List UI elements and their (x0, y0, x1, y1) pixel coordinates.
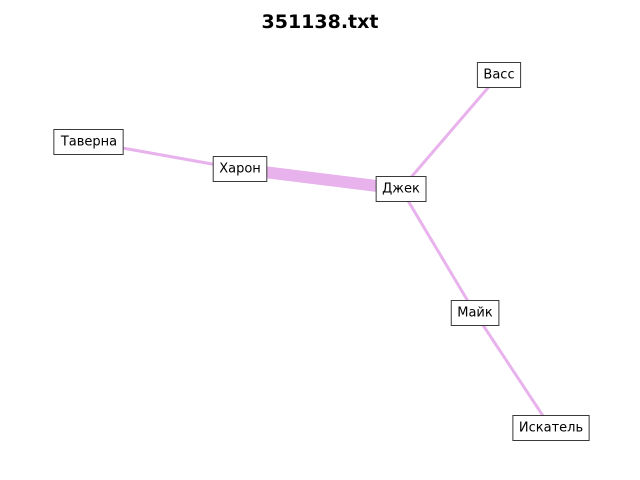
node-box (53, 129, 124, 155)
edge-dzhek-vass (399, 74, 501, 190)
node-maik: Майк (450, 300, 500, 326)
node-label: Джек (382, 182, 420, 197)
node-label: Васс (483, 68, 514, 83)
node-box (450, 300, 500, 326)
node-kharon: Харон (212, 156, 268, 182)
graph-title: 351138.txt (261, 11, 379, 33)
node-vass: Васс (476, 62, 522, 88)
node-box (212, 156, 268, 182)
edges-layer (88, 74, 553, 429)
node-label: Таверна (60, 135, 117, 150)
node-taverna: Таверна (53, 129, 124, 155)
node-dzhek: Джек (375, 176, 427, 202)
node-box (476, 62, 522, 88)
node-box (375, 176, 427, 202)
edge-maik-iskatel (473, 312, 553, 429)
node-label: Майк (457, 306, 493, 321)
node-box (512, 415, 590, 441)
node-iskatel: Искатель (512, 415, 590, 441)
node-label: Харон (219, 162, 261, 177)
node-label: Искатель (519, 421, 583, 436)
edge-dzhek-maik (399, 188, 477, 314)
